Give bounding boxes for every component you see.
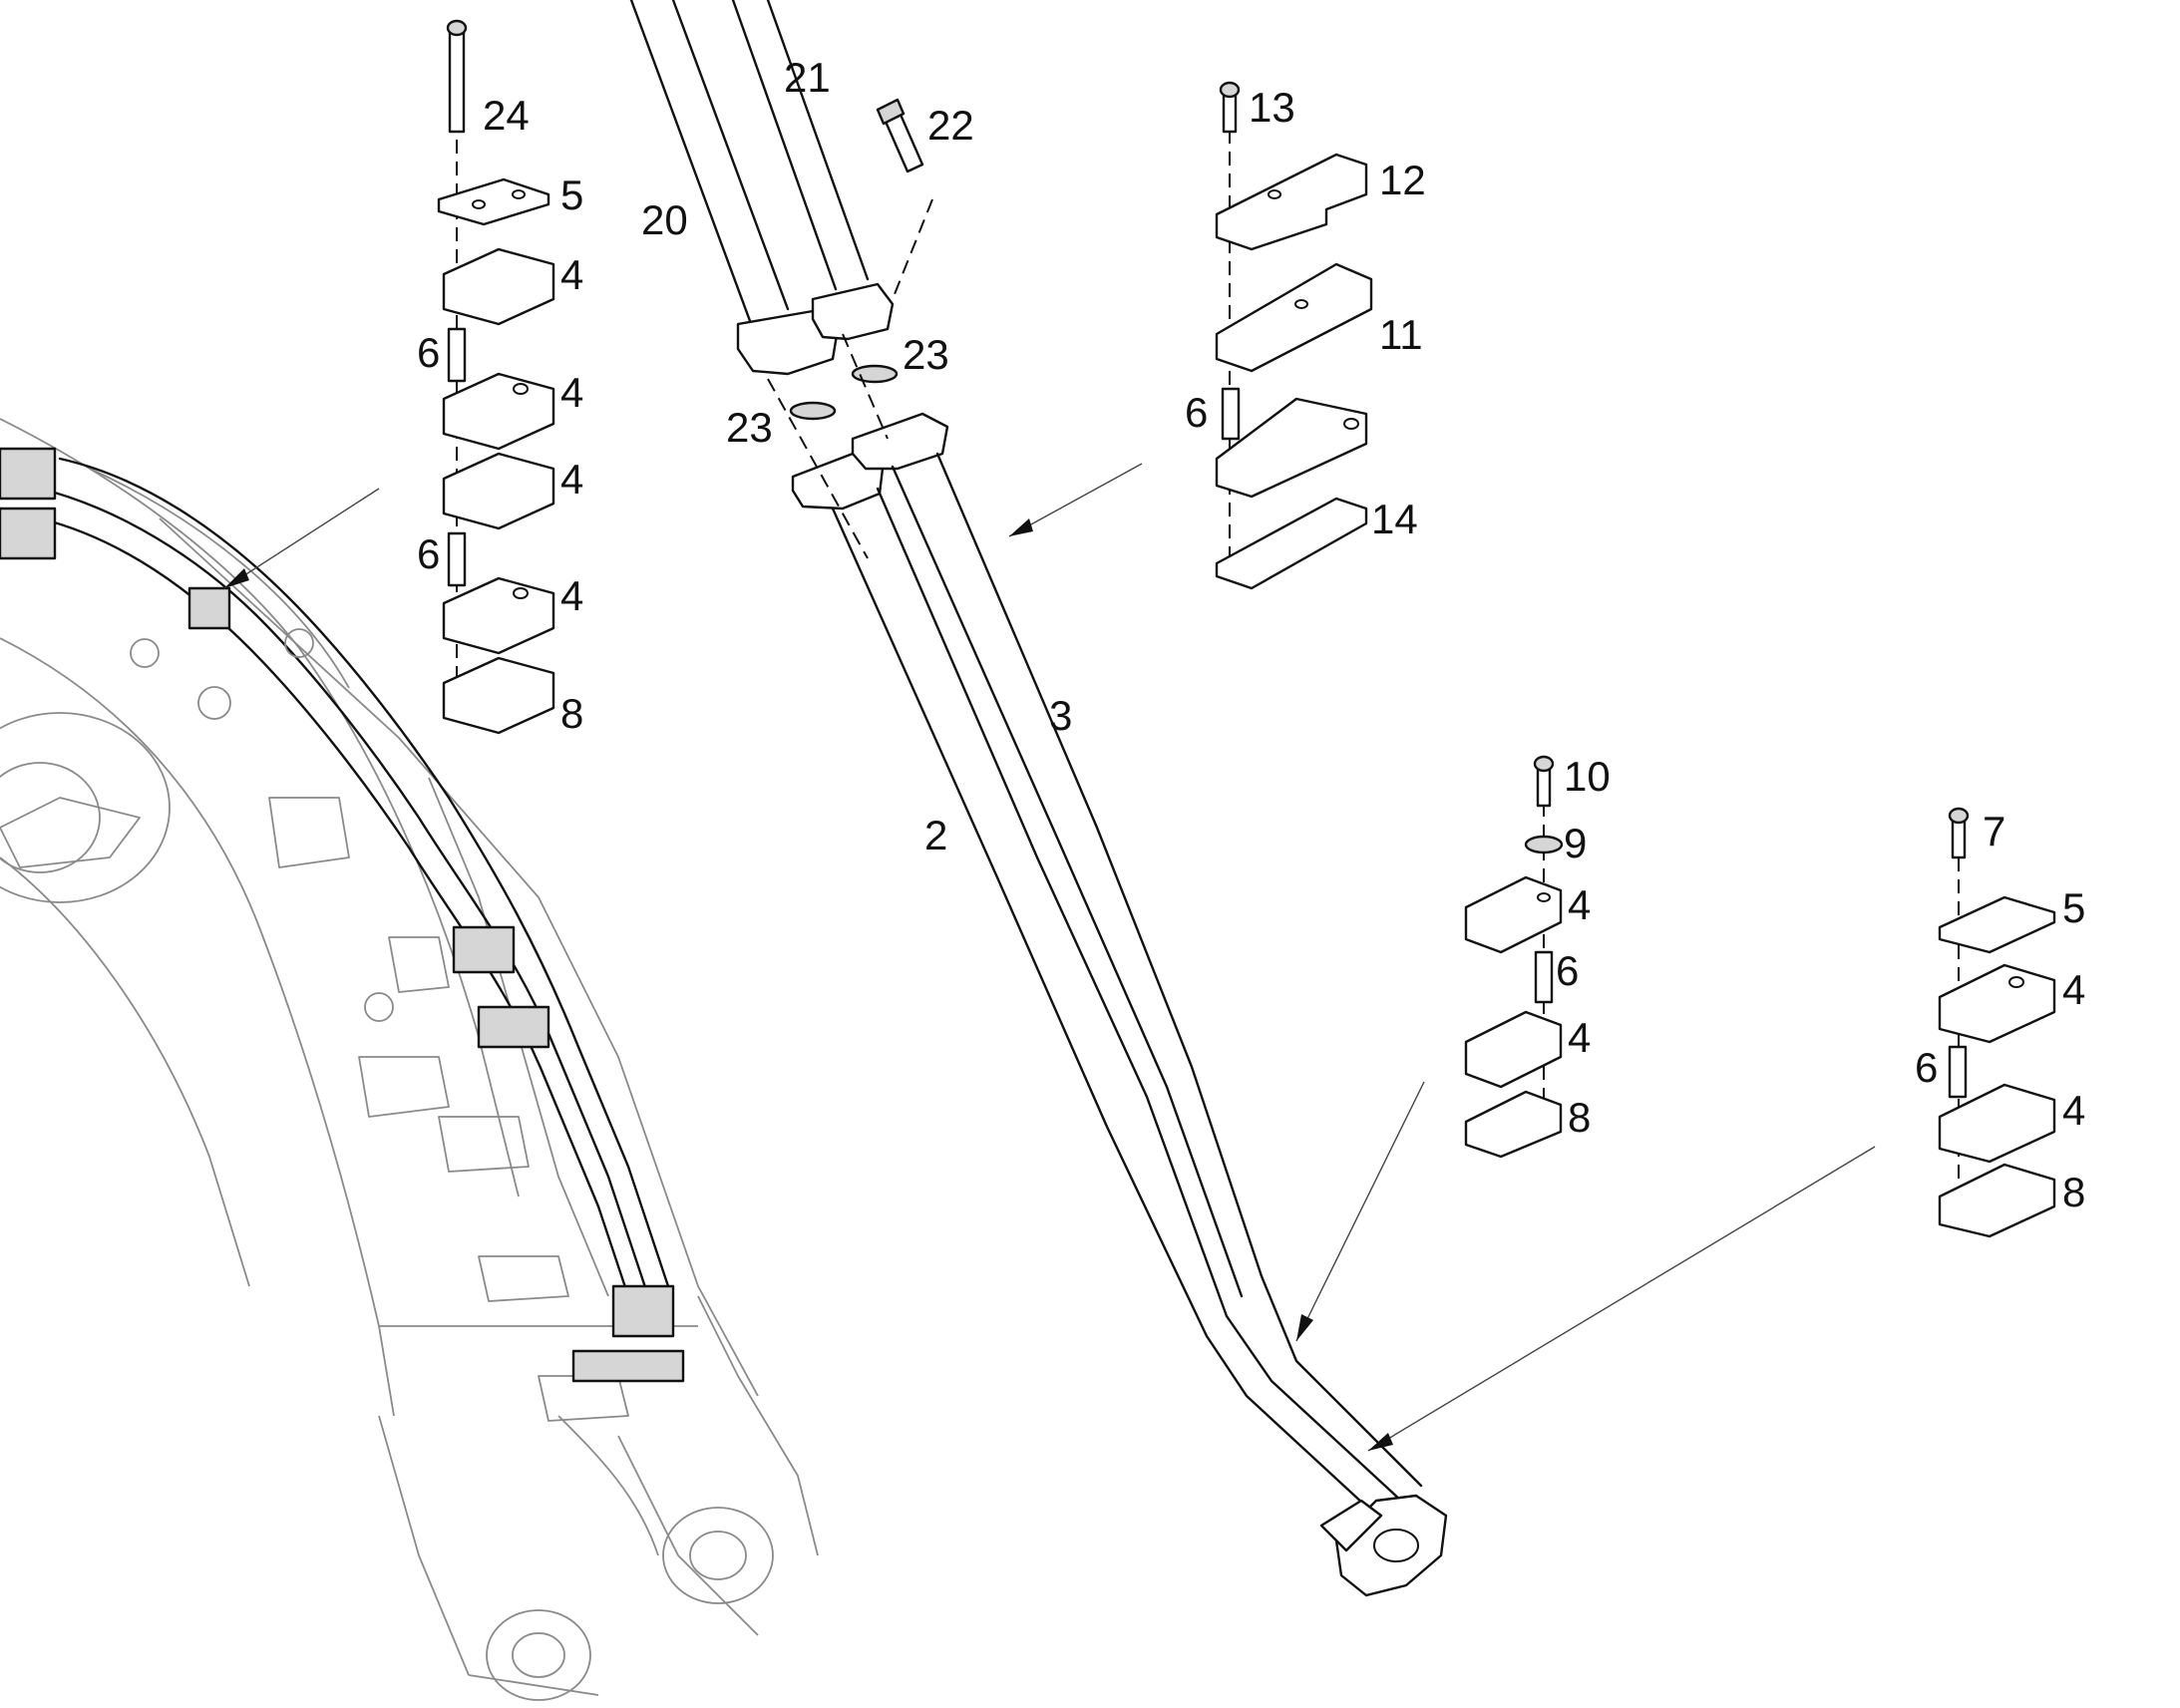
callout-11: 11 <box>1379 311 1423 358</box>
callout-13: 13 <box>1249 84 1295 131</box>
callout-7: 7 <box>1983 808 2005 854</box>
pipe-assemblies <box>629 0 1448 1597</box>
callout-12: 12 <box>1379 157 1426 203</box>
callout-4: 4 <box>560 572 583 619</box>
callout-4: 4 <box>1568 881 1591 928</box>
leader-arrows <box>223 463 1876 1452</box>
clamp-stack-middle-right <box>1464 755 1564 1159</box>
callout-4: 4 <box>1568 1014 1591 1061</box>
callout-4: 4 <box>2062 1087 2085 1134</box>
callout-5: 5 <box>2062 884 2085 931</box>
callout-6: 6 <box>417 530 440 577</box>
callout-23: 23 <box>903 331 949 378</box>
callout-8: 8 <box>1568 1094 1591 1141</box>
callout-2: 2 <box>924 812 947 858</box>
callout-4: 4 <box>2062 966 2085 1013</box>
clamp-stack-far-right <box>1938 807 2056 1238</box>
clamp-stack-top-right <box>1215 81 1373 590</box>
boom-hose-routing <box>0 447 685 1383</box>
callout-8: 8 <box>560 690 583 737</box>
callout-4: 4 <box>560 369 583 416</box>
clamp-stack-left <box>437 19 555 735</box>
callout-6: 6 <box>1556 947 1579 994</box>
callout-8: 8 <box>2062 1169 2085 1215</box>
callout-5: 5 <box>560 171 583 218</box>
callout-4: 4 <box>560 251 583 298</box>
callout-3: 3 <box>1049 692 1072 739</box>
callout-23: 23 <box>726 404 773 451</box>
callout-6: 6 <box>417 329 440 376</box>
callout-10: 10 <box>1564 753 1611 800</box>
callout-20: 20 <box>641 196 688 243</box>
callout-numbers: 24 5 4 6 4 4 6 4 8 21 22 20 23 23 13 12 … <box>417 54 2085 1215</box>
callout-6: 6 <box>1185 389 1208 436</box>
callout-22: 22 <box>927 102 974 149</box>
callout-21: 21 <box>784 54 831 101</box>
callout-4: 4 <box>560 456 583 503</box>
callout-14: 14 <box>1371 496 1418 542</box>
callout-6: 6 <box>1915 1044 1938 1091</box>
excavator-boom <box>0 418 819 1701</box>
callout-9: 9 <box>1564 820 1587 866</box>
callout-24: 24 <box>483 92 530 139</box>
